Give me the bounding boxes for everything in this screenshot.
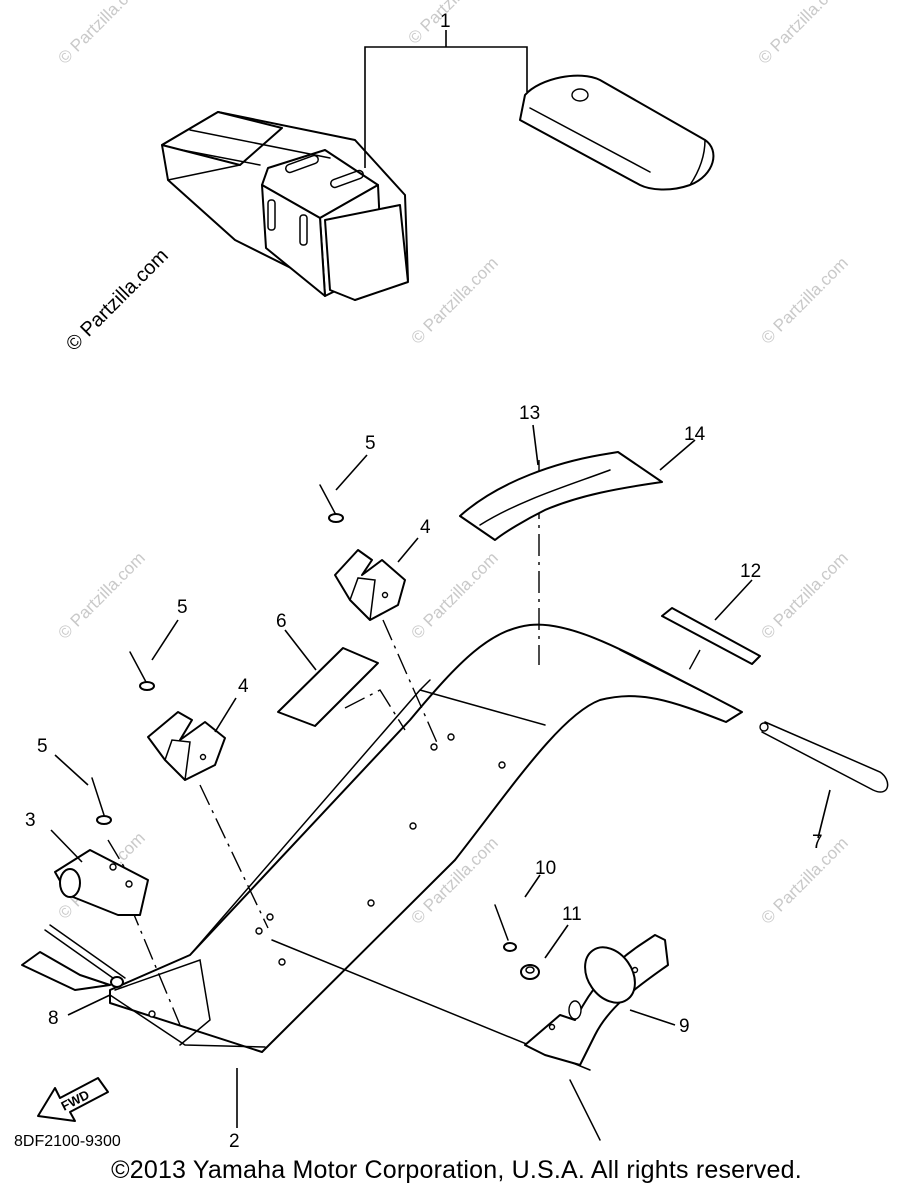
watermark: © Partzilla.com: [757, 548, 851, 642]
watermark: © Partzilla.com: [754, 0, 848, 68]
callout-1[interactable]: 1: [440, 11, 451, 32]
watermark: © Partzilla.com: [54, 0, 148, 68]
callout-5[interactable]: 5: [365, 433, 376, 454]
callout-9[interactable]: 9: [679, 1016, 690, 1037]
callout-2[interactable]: 2: [229, 1131, 240, 1152]
part-9-bracket[interactable]: [524, 934, 669, 1066]
watermark-main: © Partzilla.com: [62, 245, 173, 356]
callout-leaders: [50, 424, 831, 1128]
watermark: © Partzilla.com: [404, 0, 498, 48]
callout-5[interactable]: 5: [177, 597, 188, 618]
part-5-rivet[interactable]: [91, 777, 112, 825]
part-1-bag[interactable]: [519, 74, 715, 191]
watermark: © Partzilla.com: [757, 833, 851, 927]
part-10-screw[interactable]: [494, 904, 517, 952]
callout-5[interactable]: 5: [37, 736, 48, 757]
leader-line: [364, 30, 528, 168]
callout-6[interactable]: 6: [276, 611, 287, 632]
callout-11[interactable]: 11: [562, 904, 582, 925]
watermark: © Partzilla.com: [407, 548, 501, 642]
watermark: © Partzilla.com: [54, 548, 148, 642]
watermark: © Partzilla.com: [757, 253, 851, 347]
part-11-washer[interactable]: [520, 964, 540, 980]
callout-8[interactable]: 8: [48, 1008, 59, 1029]
part-4-clip-right[interactable]: [334, 549, 406, 621]
callout-13[interactable]: 13: [519, 403, 540, 424]
callout-4[interactable]: 4: [420, 517, 431, 538]
part-2-base-plate[interactable]: [109, 623, 743, 1053]
callout-12[interactable]: 12: [740, 561, 761, 582]
copyright-notice: ©2013 Yamaha Motor Corporation, U.S.A. A…: [111, 1156, 802, 1184]
callout-7[interactable]: 7: [812, 832, 823, 853]
callout-4[interactable]: 4: [238, 676, 249, 697]
part-13-14-panel[interactable]: [459, 451, 663, 541]
callout-3[interactable]: 3: [25, 810, 36, 831]
part-4-clip-left[interactable]: [147, 711, 226, 781]
part-1-cover[interactable]: [161, 111, 409, 301]
part-5-rivet[interactable]: [129, 651, 155, 691]
diagram-code: 8DF2100-9300: [14, 1133, 121, 1150]
fwd-arrow-icon: FWD: [37, 1077, 109, 1122]
callout-10[interactable]: 10: [535, 858, 556, 879]
callout-14[interactable]: 14: [684, 424, 706, 445]
part-6-label[interactable]: [277, 647, 379, 727]
part-7-rod[interactable]: [759, 721, 889, 793]
watermark: © Partzilla.com: [407, 253, 501, 347]
mounting-holes: [148, 733, 506, 1018]
part-3-hinge[interactable]: [54, 849, 149, 916]
part-12-strip[interactable]: [661, 607, 761, 665]
part-5-rivet[interactable]: [319, 484, 344, 523]
part-8-pin[interactable]: [21, 924, 126, 991]
